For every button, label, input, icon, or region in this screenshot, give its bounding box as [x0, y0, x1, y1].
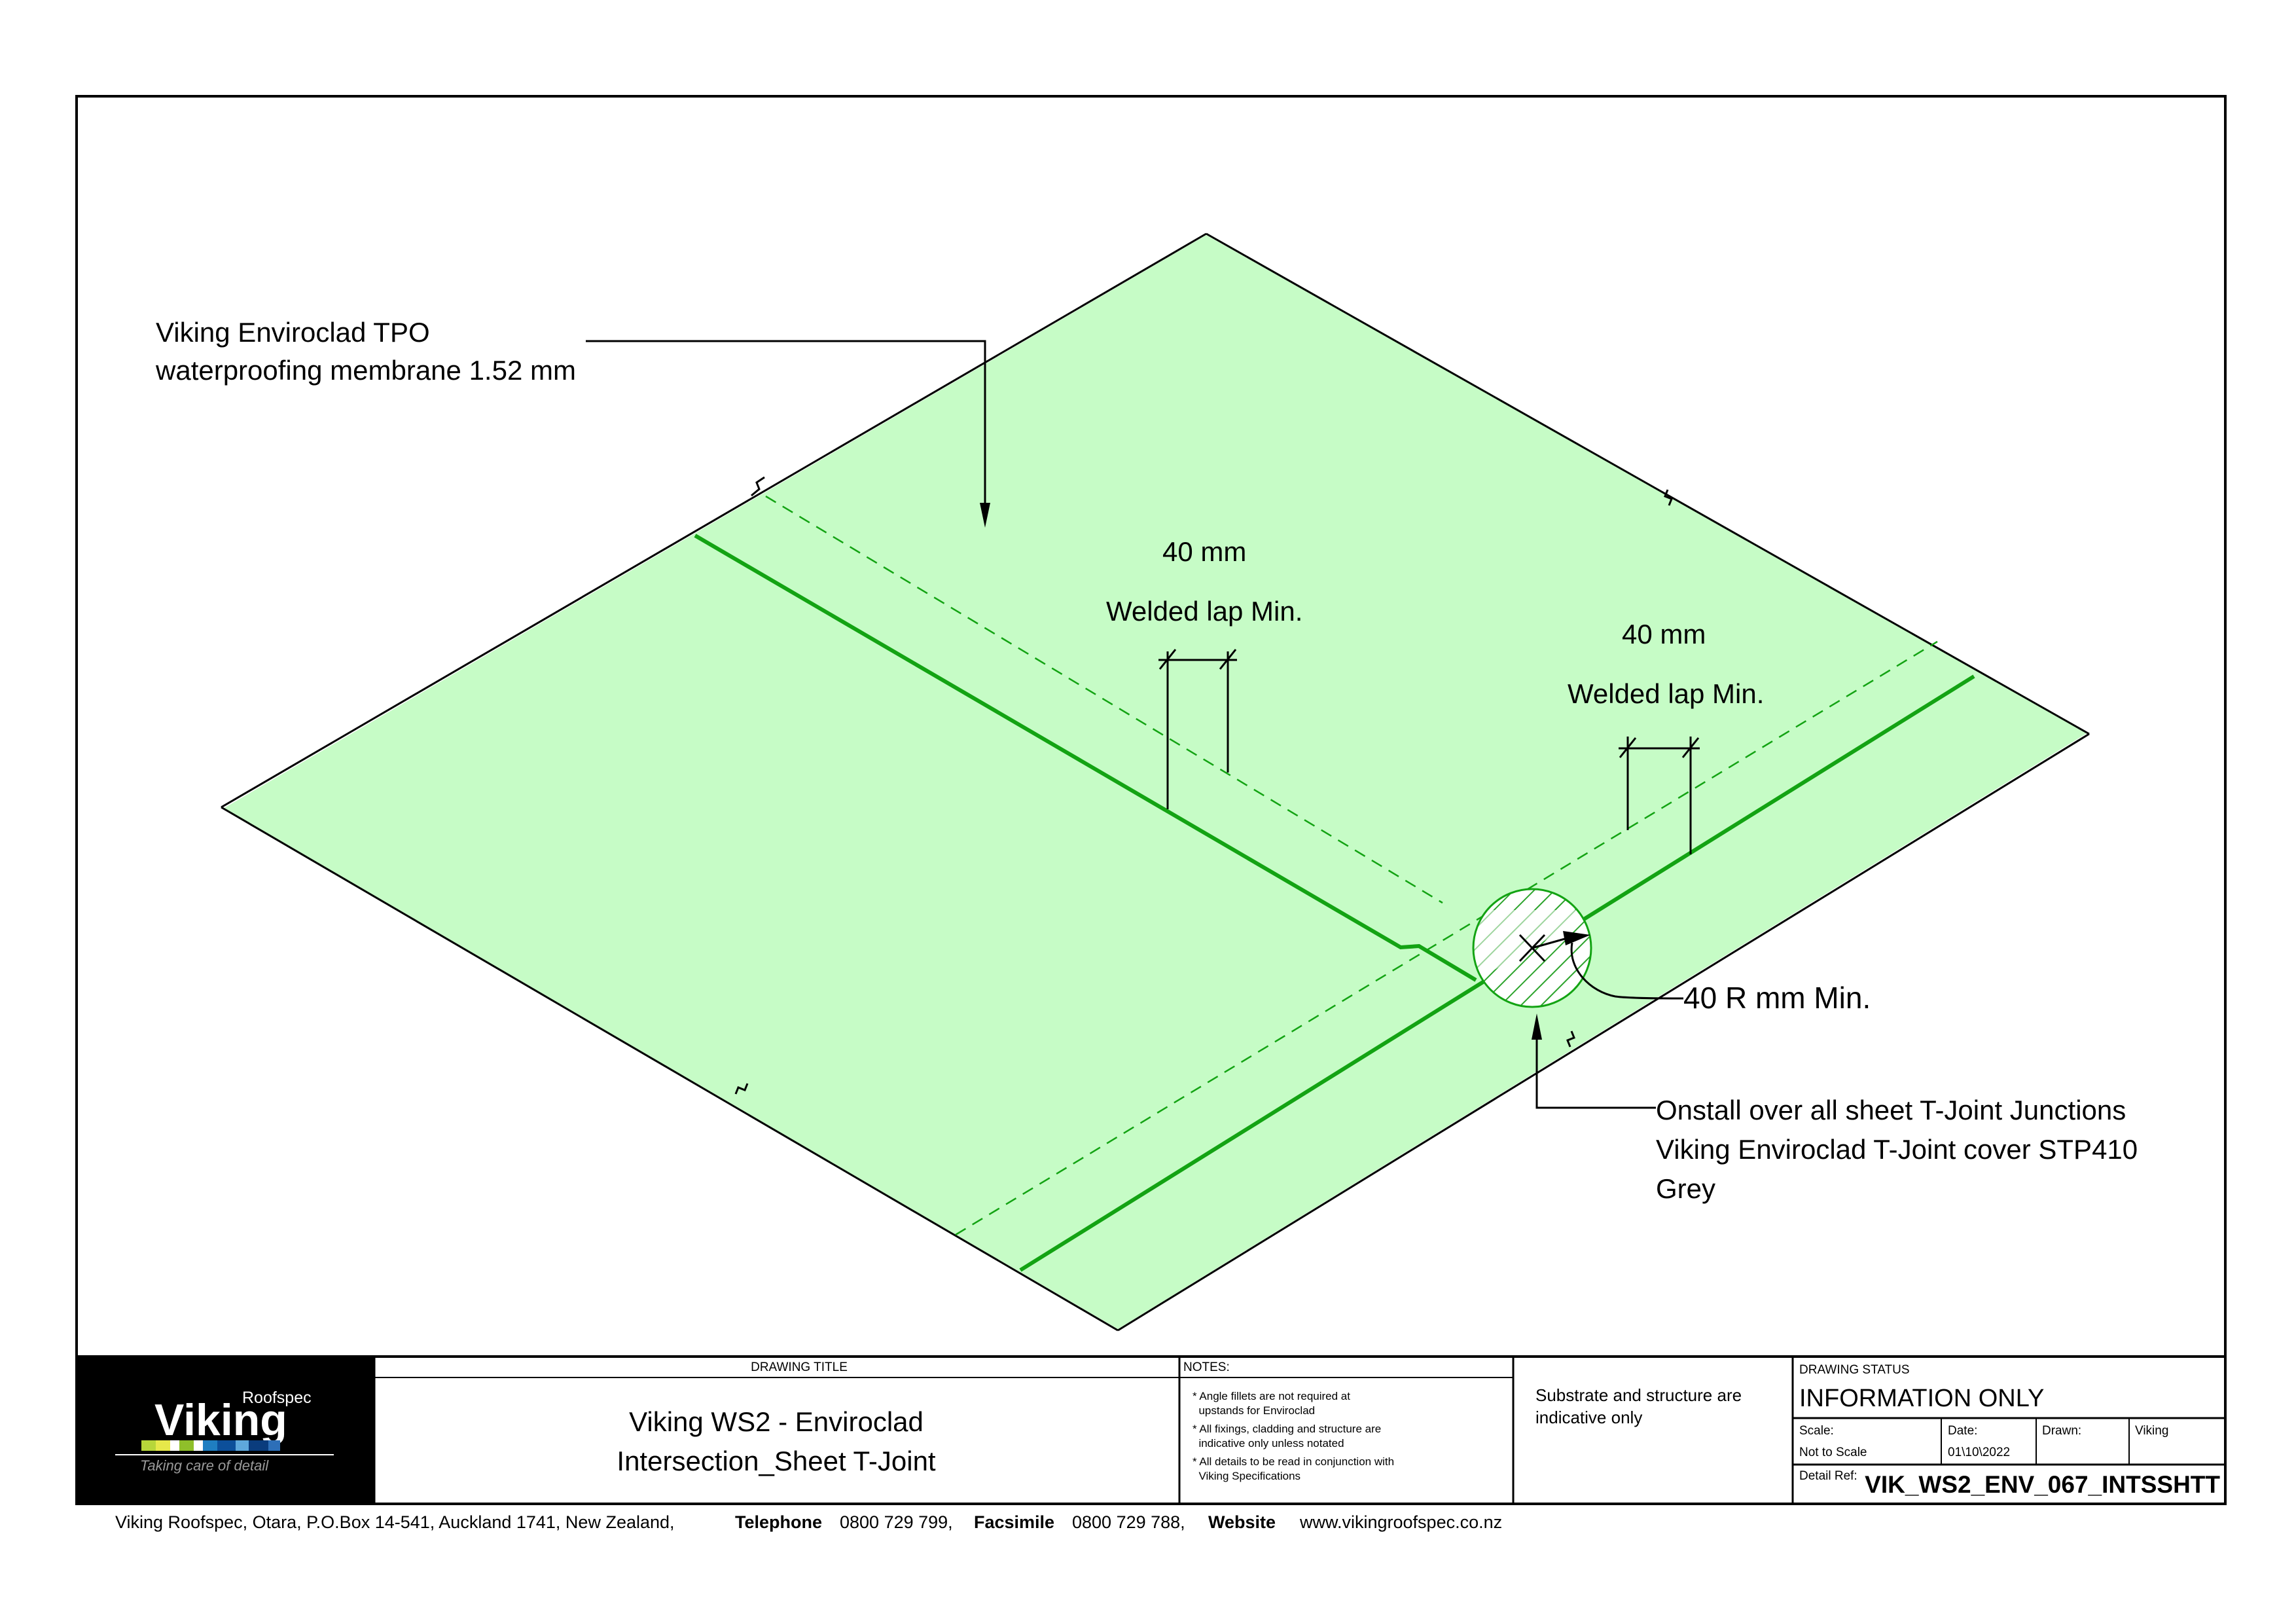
sheet-border — [75, 95, 2227, 1505]
date-label: Date: — [1948, 1424, 1977, 1438]
date-value: 01\10\2022 — [1948, 1446, 2010, 1459]
logo-panel — [77, 1357, 374, 1504]
note-line: upstands for Enviroclad — [1193, 1404, 1315, 1417]
note-line: * All details to be read in conjunction … — [1193, 1455, 1394, 1468]
lap2-dimension — [1619, 737, 1700, 854]
cover-label-line2: Viking Enviroclad T-Joint cover STP410 — [1656, 1134, 2138, 1165]
notes-list: * Angle fillets are not required at upst… — [1193, 1390, 1394, 1482]
drawing-status-header: DRAWING STATUS — [1799, 1363, 1910, 1377]
substrate-note-line2: indicative only — [1535, 1408, 1642, 1427]
drawn-label: Drawn: — [2042, 1424, 2081, 1438]
membrane-label-line1: Viking Enviroclad TPO — [156, 317, 430, 348]
hidden-lap-edges — [765, 495, 1938, 1236]
logo-roofspec: Roofspec — [242, 1389, 312, 1407]
lap2-label: Welded lap Min. — [1568, 678, 1764, 709]
drawing-status-value: INFORMATION ONLY — [1799, 1385, 2044, 1412]
note-line: Viking Specifications — [1193, 1470, 1300, 1482]
footer-fax-label: Facsimile — [974, 1512, 1054, 1532]
cover-label-line1: Onstall over all sheet T-Joint Junctions — [1656, 1095, 2126, 1125]
drawing-title-line1: Viking WS2 - Enviroclad — [629, 1406, 924, 1437]
lap1-dimension — [1158, 649, 1237, 809]
footer-address: Viking Roofspec, Otara, P.O.Box 14-541, … — [115, 1512, 675, 1532]
cover-label-line3: Grey — [1656, 1173, 1715, 1204]
detail-ref-label: Detail Ref: — [1799, 1469, 1857, 1483]
cover-leader — [1532, 1013, 1656, 1109]
detail-ref-value: VIK_WS2_ENV_067_INTSSHTT — [1865, 1471, 2220, 1498]
footer-website-label: Website — [1208, 1512, 1276, 1532]
note-line: * All fixings, cladding and structure ar… — [1193, 1423, 1381, 1435]
drawing-title-header: DRAWING TITLE — [751, 1360, 848, 1374]
notes-header: NOTES: — [1183, 1360, 1230, 1374]
note-line: * Angle fillets are not required at — [1193, 1390, 1350, 1402]
membrane-leader — [586, 340, 990, 528]
drawn-value: Viking — [2135, 1424, 2168, 1438]
radius-leader — [1532, 931, 1684, 1000]
substrate-note-line1: Substrate and structure are — [1535, 1385, 1742, 1405]
membrane-plane — [221, 232, 2090, 1332]
footer: Viking Roofspec, Otara, P.O.Box 14-541, … — [115, 1512, 1502, 1532]
radius-label: 40 R mm Min. — [1683, 981, 1871, 1015]
note-line: indicative only unless notated — [1193, 1437, 1344, 1450]
viking-logo: Roofspec Viking Taking care of detail — [115, 1389, 334, 1474]
footer-telephone-value: 0800 729 799, — [840, 1512, 953, 1532]
lap1-label: Welded lap Min. — [1106, 596, 1302, 627]
logo-wordmark: Viking — [154, 1395, 287, 1445]
membrane-label-line2: waterproofing membrane 1.52 mm — [155, 355, 576, 386]
scale-label: Scale: — [1799, 1424, 1834, 1438]
footer-fax-value: 0800 729 788, — [1072, 1512, 1185, 1532]
lap2-dimension-value: 40 mm — [1622, 619, 1706, 649]
footer-telephone-label: Telephone — [735, 1512, 822, 1532]
scale-value: Not to Scale — [1799, 1446, 1867, 1459]
drawing-title-line2: Intersection_Sheet T-Joint — [617, 1446, 936, 1476]
title-block: Roofspec Viking Taking care of detail DR… — [77, 1355, 2225, 1504]
lap1-dimension-value: 40 mm — [1162, 536, 1246, 567]
logo-tagline: Taking care of detail — [140, 1457, 269, 1474]
footer-website-value[interactable]: www.vikingroofspec.co.nz — [1299, 1512, 1502, 1532]
